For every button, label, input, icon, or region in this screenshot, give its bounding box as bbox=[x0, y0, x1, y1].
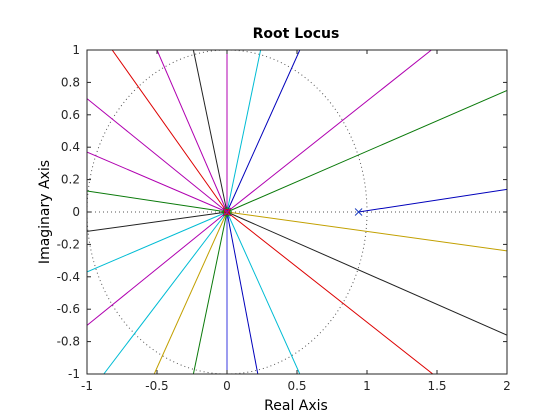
x-tick-label-1: -0.5 bbox=[145, 379, 168, 393]
locus-branch-18 bbox=[111, 50, 228, 213]
origin-zero-marker bbox=[222, 207, 232, 217]
locus-branch-7 bbox=[226, 211, 259, 374]
x-tick-label-3: 0.5 bbox=[287, 379, 306, 393]
y-tick-label-6: 0.2 bbox=[61, 173, 80, 187]
locus-branch-19 bbox=[156, 50, 228, 213]
locus-branch-2 bbox=[226, 90, 507, 213]
x-tick-label-2: 0 bbox=[223, 379, 231, 393]
locus-branch-20 bbox=[192, 50, 228, 213]
locus-branch-16 bbox=[87, 151, 228, 213]
origin-marker-ring bbox=[224, 209, 230, 215]
locus-branch-15 bbox=[87, 190, 228, 213]
y-tick-label-1: -0.8 bbox=[57, 335, 80, 349]
pole-marker-1-stroke-b bbox=[354, 208, 363, 216]
locus-branch-5 bbox=[226, 211, 434, 374]
y-tick-label-7: 0.4 bbox=[61, 140, 80, 154]
chart-title: Root Locus bbox=[253, 26, 340, 42]
y-tick-label-8: 0.6 bbox=[61, 108, 80, 122]
y-tick-label-0: -1 bbox=[68, 367, 80, 381]
y-tick-label-3: -0.4 bbox=[57, 270, 80, 284]
locus-branch-4 bbox=[226, 211, 507, 336]
y-tick-label-5: 0 bbox=[72, 205, 80, 219]
x-tick-label-6: 2 bbox=[503, 379, 511, 393]
x-tick-label-4: 1 bbox=[363, 379, 371, 393]
y-tick-label-4: -0.2 bbox=[57, 237, 80, 251]
x-tick-label-0: -1 bbox=[81, 379, 93, 393]
y-axis-label: Imaginary Axis bbox=[37, 160, 53, 264]
locus-branch-1 bbox=[358, 188, 507, 213]
origin-pole-cluster bbox=[222, 207, 232, 217]
y-tick-label-9: 0.8 bbox=[61, 75, 80, 89]
pole-marker-1 bbox=[354, 208, 363, 216]
locus-branch-11 bbox=[103, 211, 228, 374]
x-axis-label: Real Axis bbox=[264, 398, 328, 414]
y-tick-label-2: -0.6 bbox=[57, 302, 80, 316]
x-tick-label-5: 1.5 bbox=[427, 379, 446, 393]
locus-branch-6 bbox=[226, 211, 301, 374]
locus-branch-9 bbox=[192, 211, 228, 374]
locus-branch-22 bbox=[226, 50, 262, 213]
locus-branch-3 bbox=[226, 211, 507, 252]
origin-pole-marker-b bbox=[222, 207, 232, 217]
y-tick-label-10: 1 bbox=[72, 43, 80, 57]
locus-branch-17 bbox=[87, 98, 228, 213]
plot-background bbox=[87, 50, 507, 374]
locus-branch-14 bbox=[87, 211, 228, 232]
plot-area: -1 -0.5 0 0.5 1 1.5 2 -1 -0.8 -0.6 -0.4 -0.2 0 0.2 0.4… bbox=[57, 43, 511, 393]
locus-branch-12 bbox=[87, 211, 228, 326]
locus-branch-23 bbox=[226, 50, 301, 213]
locus-branch-13 bbox=[87, 211, 228, 273]
locus-branch-10 bbox=[153, 211, 228, 374]
plot-clipped-group bbox=[87, 50, 507, 374]
locus-branch-24 bbox=[226, 50, 432, 213]
